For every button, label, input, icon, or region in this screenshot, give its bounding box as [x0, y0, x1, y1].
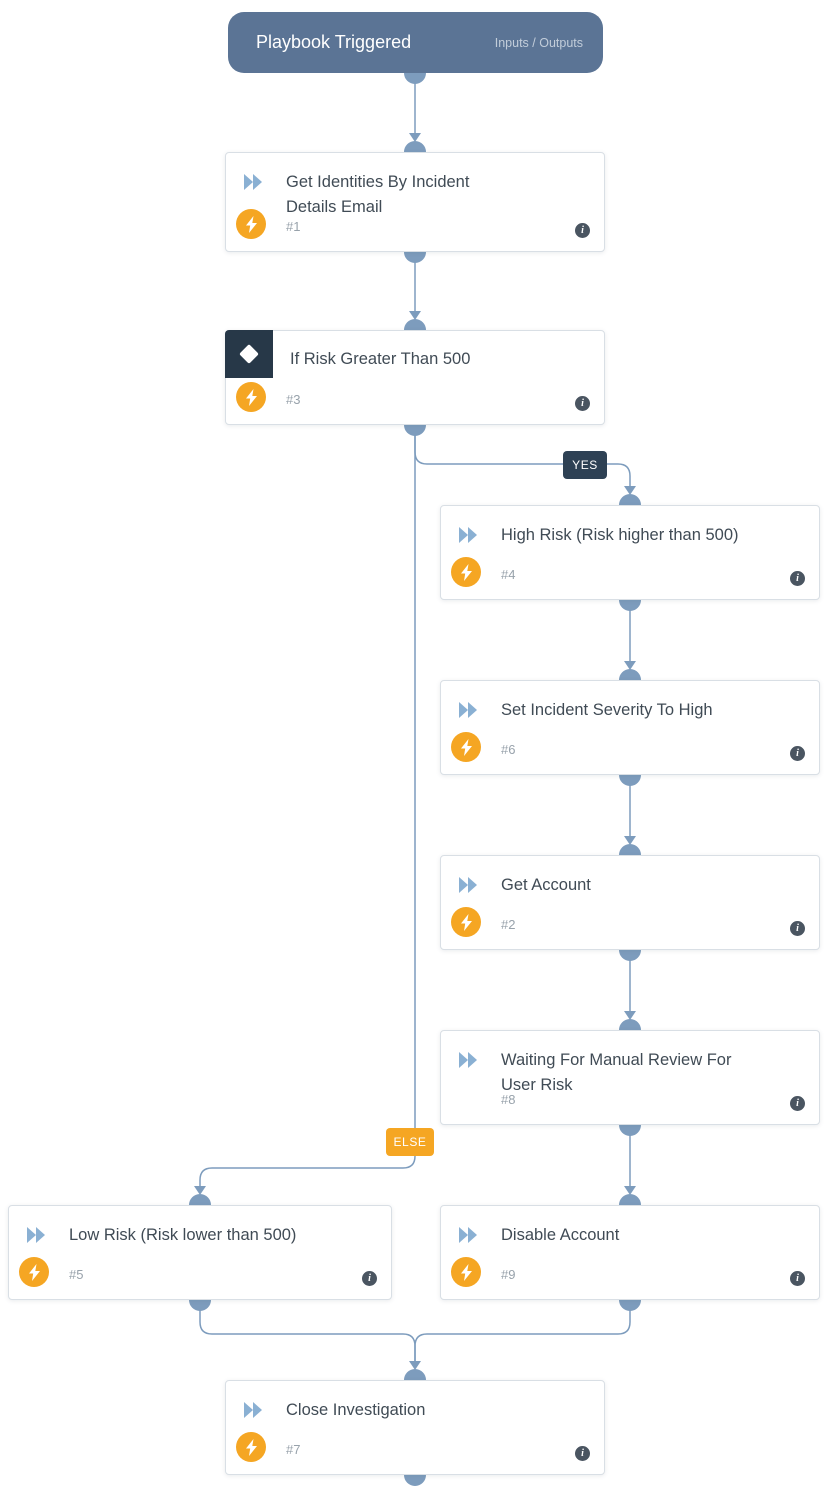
double-chevron-right-icon	[25, 1226, 47, 1244]
double-chevron-right-icon	[457, 1051, 479, 1069]
double-chevron-right-icon	[457, 526, 479, 544]
else-branch-badge: ELSE	[386, 1128, 434, 1156]
info-icon[interactable]: i	[575, 1446, 590, 1461]
info-icon[interactable]: i	[790, 746, 805, 761]
task-number: #6	[501, 742, 516, 757]
task-number: #5	[69, 1267, 84, 1282]
info-icon[interactable]: i	[575, 396, 590, 411]
task-number: #9	[501, 1267, 516, 1282]
task-title: If Risk Greater Than 500	[290, 350, 471, 368]
double-chevron-right-icon	[457, 1226, 479, 1244]
task-node-5[interactable]: Low Risk (Risk lower than 500) #5 i	[8, 1205, 392, 1300]
double-chevron-right-icon	[457, 876, 479, 894]
info-icon[interactable]: i	[790, 1096, 805, 1111]
info-icon[interactable]: i	[575, 223, 590, 238]
lightning-icon	[451, 1257, 481, 1287]
playbook-trigger-title: Playbook Triggered	[256, 32, 412, 52]
info-icon[interactable]: i	[790, 571, 805, 586]
task-title: Get Account	[501, 876, 591, 894]
double-chevron-right-icon	[457, 701, 479, 719]
lightning-icon	[236, 1432, 266, 1462]
task-title: Waiting For Manual Review For User Risk	[501, 1051, 732, 1094]
task-number: #7	[286, 1442, 301, 1457]
task-node-2[interactable]: Get Account #2 i	[440, 855, 820, 950]
task-node-1[interactable]: Get Identities By Incident Details Email…	[225, 152, 605, 252]
task-number: #8	[501, 1092, 516, 1107]
task-node-8[interactable]: Waiting For Manual Review For User Risk …	[440, 1030, 820, 1125]
task-number: #1	[286, 219, 301, 234]
yes-branch-badge: YES	[563, 451, 607, 479]
lightning-icon	[236, 382, 266, 412]
task-title: Low Risk (Risk lower than 500)	[69, 1226, 297, 1244]
lightning-icon	[19, 1257, 49, 1287]
task-title: Close Investigation	[286, 1401, 426, 1419]
task-number: #3	[286, 392, 301, 407]
playbook-trigger-node[interactable]: Playbook Triggered Inputs / Outputs	[228, 12, 603, 73]
info-icon[interactable]: i	[362, 1271, 377, 1286]
task-node-4[interactable]: High Risk (Risk higher than 500) #4 i	[440, 505, 820, 600]
double-chevron-right-icon	[242, 173, 264, 191]
task-node-7[interactable]: Close Investigation #7 i	[225, 1380, 605, 1475]
double-chevron-right-icon	[242, 1401, 264, 1419]
task-number: #2	[501, 917, 516, 932]
condition-diamond-icon	[225, 330, 273, 378]
info-icon[interactable]: i	[790, 1271, 805, 1286]
task-title: Set Incident Severity To High	[501, 701, 713, 719]
inputs-outputs-link[interactable]: Inputs / Outputs	[494, 35, 583, 50]
condition-node-3[interactable]: If Risk Greater Than 500 #3 i	[225, 330, 605, 425]
task-title: Get Identities By Incident Details Email	[286, 173, 470, 216]
lightning-icon	[451, 907, 481, 937]
task-node-6[interactable]: Set Incident Severity To High #6 i	[440, 680, 820, 775]
task-node-9[interactable]: Disable Account #9 i	[440, 1205, 820, 1300]
lightning-icon	[236, 209, 266, 239]
task-title: High Risk (Risk higher than 500)	[501, 526, 739, 544]
info-icon[interactable]: i	[790, 921, 805, 936]
lightning-icon	[451, 732, 481, 762]
task-number: #4	[501, 567, 516, 582]
task-title: Disable Account	[501, 1226, 620, 1244]
lightning-icon	[451, 557, 481, 587]
